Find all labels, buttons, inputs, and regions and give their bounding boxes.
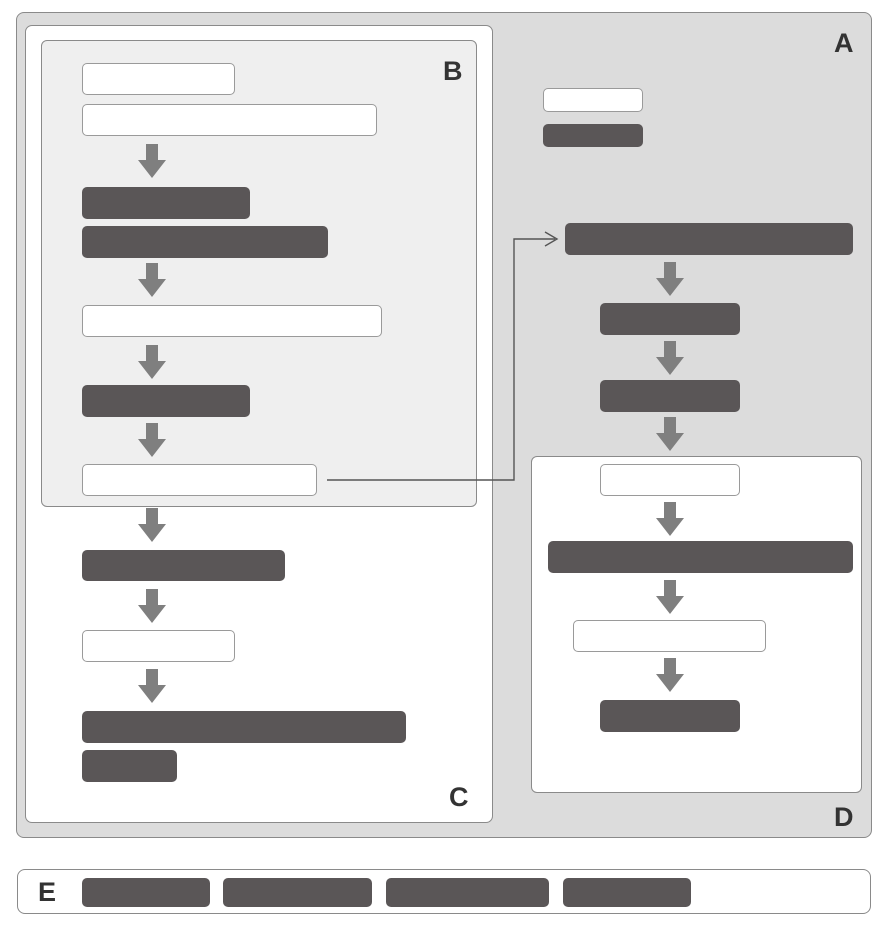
bar-block-dark <box>82 878 210 907</box>
flow-block-light <box>82 305 382 337</box>
down-arrow-icon <box>138 508 166 542</box>
connector-arrowhead-icon <box>544 231 559 247</box>
flow-block-dark <box>82 385 250 417</box>
down-arrow-icon <box>656 658 684 692</box>
down-arrow-icon <box>656 417 684 451</box>
flow-block-dark <box>82 187 250 219</box>
flow-block-dark <box>600 700 740 732</box>
flow-block-light <box>82 63 235 95</box>
bar-block-dark <box>563 878 691 907</box>
down-arrow-icon <box>138 423 166 457</box>
panel-d-label: D <box>834 802 854 832</box>
down-arrow-icon <box>138 144 166 178</box>
down-arrow-icon <box>138 263 166 297</box>
flow-block-dark <box>82 226 328 258</box>
flow-block-light <box>82 464 317 496</box>
flow-block-dark <box>600 380 740 412</box>
panel-e-label: E <box>38 877 57 907</box>
flow-block-dark <box>565 223 853 255</box>
panel-b-label: B <box>443 56 463 86</box>
bar-block-dark <box>223 878 372 907</box>
down-arrow-icon <box>138 589 166 623</box>
down-arrow-icon <box>138 345 166 379</box>
flow-block-dark <box>543 124 643 147</box>
panel-a-label: A <box>834 28 854 58</box>
down-arrow-icon <box>656 341 684 375</box>
flow-block-light <box>82 630 235 662</box>
flow-block-light <box>573 620 766 652</box>
flow-block-dark <box>600 303 740 335</box>
connector-line <box>327 238 555 481</box>
down-arrow-icon <box>656 580 684 614</box>
flow-block-light <box>600 464 740 496</box>
down-arrow-icon <box>138 669 166 703</box>
flow-block-dark <box>82 750 177 782</box>
flow-block-dark <box>82 550 285 581</box>
flow-block-dark <box>548 541 853 573</box>
panel-c-label: C <box>449 782 469 812</box>
flow-block-light <box>82 104 377 136</box>
down-arrow-icon <box>656 502 684 536</box>
flow-block-dark <box>82 711 406 743</box>
down-arrow-icon <box>656 262 684 296</box>
bar-block-dark <box>386 878 549 907</box>
flow-block-light <box>543 88 643 112</box>
